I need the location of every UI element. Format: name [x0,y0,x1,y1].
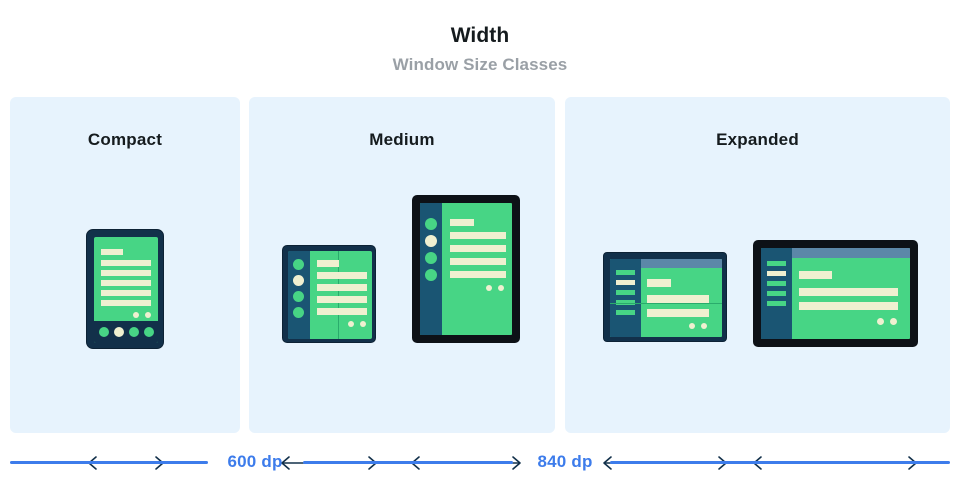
rail-bar-1 [616,270,635,275]
foldable-open-screen [610,259,722,337]
action-dot-1 [133,312,139,318]
rail-dot-2-active [425,235,437,247]
rail-dot-3 [293,291,304,302]
panel-expanded: Expanded [565,97,950,470]
content-bar [450,271,506,278]
page-subtitle: Window Size Classes [392,55,568,74]
action-dot-2 [498,285,504,291]
action-dot-2 [701,323,707,329]
device-tablet-portrait [412,195,520,343]
content-bar [799,288,898,296]
rail-bar-4 [767,291,786,296]
content-bar-title [317,260,339,267]
content-bar [317,308,367,315]
action-dot-1 [348,321,354,327]
nav-dot-4 [144,327,154,337]
content-bar [647,309,709,317]
rail-bar-2-active [616,280,635,285]
panel-medium: Medium [249,97,555,470]
device-foldable-unfolded [603,252,727,342]
foldable-screen [288,251,372,339]
rail-dot-1 [293,259,304,270]
action-dot-1 [689,323,695,329]
device-phone-portrait [86,229,164,349]
rail-dot-1 [425,218,437,230]
content-bar-title [450,219,474,226]
breakpoint-rule-segment-middle [303,461,513,464]
content-bar [799,302,898,310]
nav-dot-1 [99,327,109,337]
content-bar [317,296,367,303]
rail-dot-2-active [293,275,304,286]
content-bar-title [799,271,832,279]
panel-title-compact: Compact [87,130,163,149]
rail-bar-5 [616,310,635,315]
tablet-portrait-screen [420,203,512,335]
content-bar [450,258,506,265]
panel-title-medium: Medium [369,130,435,149]
rail-dot-4 [293,307,304,318]
breakpoint-label-840dp: 840 dp [537,452,593,471]
device-tablet-landscape [753,240,918,347]
panel-title-expanded: Expanded [716,130,799,149]
phone-bottom-nav [94,321,158,343]
fold-crease-line [338,251,339,339]
device-foldable-portrait [282,245,376,343]
content-bar [101,280,151,286]
nav-dot-2-active [114,327,124,337]
rail-dot-4 [425,269,437,281]
rail-dot-3 [425,252,437,264]
action-dot-2 [360,321,366,327]
action-dot-1 [486,285,492,291]
content-bar-title [101,249,123,255]
fold-crease-line [610,303,722,304]
app-header-strip [641,259,722,268]
content-bar [317,272,367,279]
breakpoint-rule-segment-left [10,461,208,464]
action-dot-2 [890,318,897,325]
content-bar [450,245,506,252]
rail-bar-3 [616,290,635,295]
rail-bar-2-active [767,271,786,276]
content-bar-title [647,279,671,287]
app-header-strip [792,248,910,258]
content-bar [317,284,367,291]
rail-bar-5 [767,301,786,306]
rail-bar-3 [767,281,786,286]
phone-screen [94,237,158,343]
action-dot-1 [877,318,884,325]
page-title: Width [450,24,510,47]
tablet-landscape-screen [761,248,910,339]
breakpoint-rule-segment-right [610,461,950,464]
content-bar [101,260,151,266]
rail-bar-4 [616,300,635,305]
rail-bar-1 [767,261,786,266]
content-bar [101,270,151,276]
action-dot-2 [145,312,151,318]
content-bar [647,295,709,303]
content-bar [450,232,506,239]
panel-compact: Compact [10,97,240,470]
breakpoint-label-600dp: 600 dp [227,452,283,471]
nav-dot-3 [129,327,139,337]
content-bar [101,290,151,296]
content-bar [101,300,151,306]
